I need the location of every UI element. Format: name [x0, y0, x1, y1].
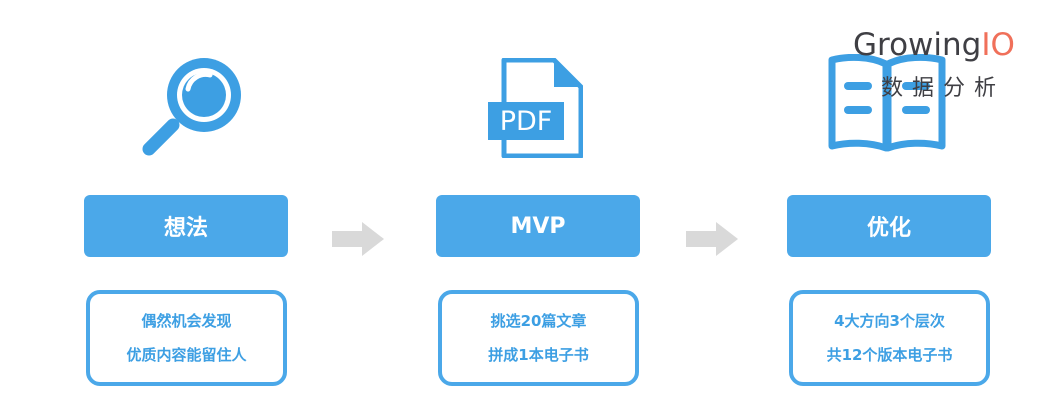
description-line: 优质内容能留住人 [126, 346, 247, 364]
stage-label-mvp: MVP [436, 195, 640, 257]
description-line: 拼成1本电子书 [488, 346, 589, 364]
stage-description-idea: 偶然机会发现 优质内容能留住人 [86, 290, 287, 386]
pdf-file-icon: PDF [488, 58, 583, 158]
right-arrow-icon [686, 222, 738, 256]
description-line: 共12个版本电子书 [826, 346, 953, 364]
logo-subtitle: 数据分析 [881, 76, 1006, 101]
description-line: 挑选20篇文章 [490, 312, 587, 330]
stage-label-optimize: 优化 [787, 195, 991, 257]
logo-name-main: Growing [853, 27, 982, 63]
logo-wordmark: GrowingIO [853, 28, 1015, 62]
magnifier-icon [142, 58, 241, 156]
logo-name-accent: IO [981, 27, 1015, 63]
open-book-icon [828, 54, 946, 152]
description-line: 偶然机会发现 [141, 312, 232, 330]
stage-description-mvp: 挑选20篇文章 拼成1本电子书 [438, 290, 639, 386]
growingio-logo: GrowingIO 数据分析 [853, 28, 1028, 108]
stage-label-idea: 想法 [84, 195, 288, 257]
stage-description-optimize: 4大方向3个层次 共12个版本电子书 [789, 290, 990, 386]
pdf-badge-text: PDF [500, 106, 553, 137]
right-arrow-icon [332, 222, 384, 256]
description-line: 4大方向3个层次 [834, 312, 945, 330]
